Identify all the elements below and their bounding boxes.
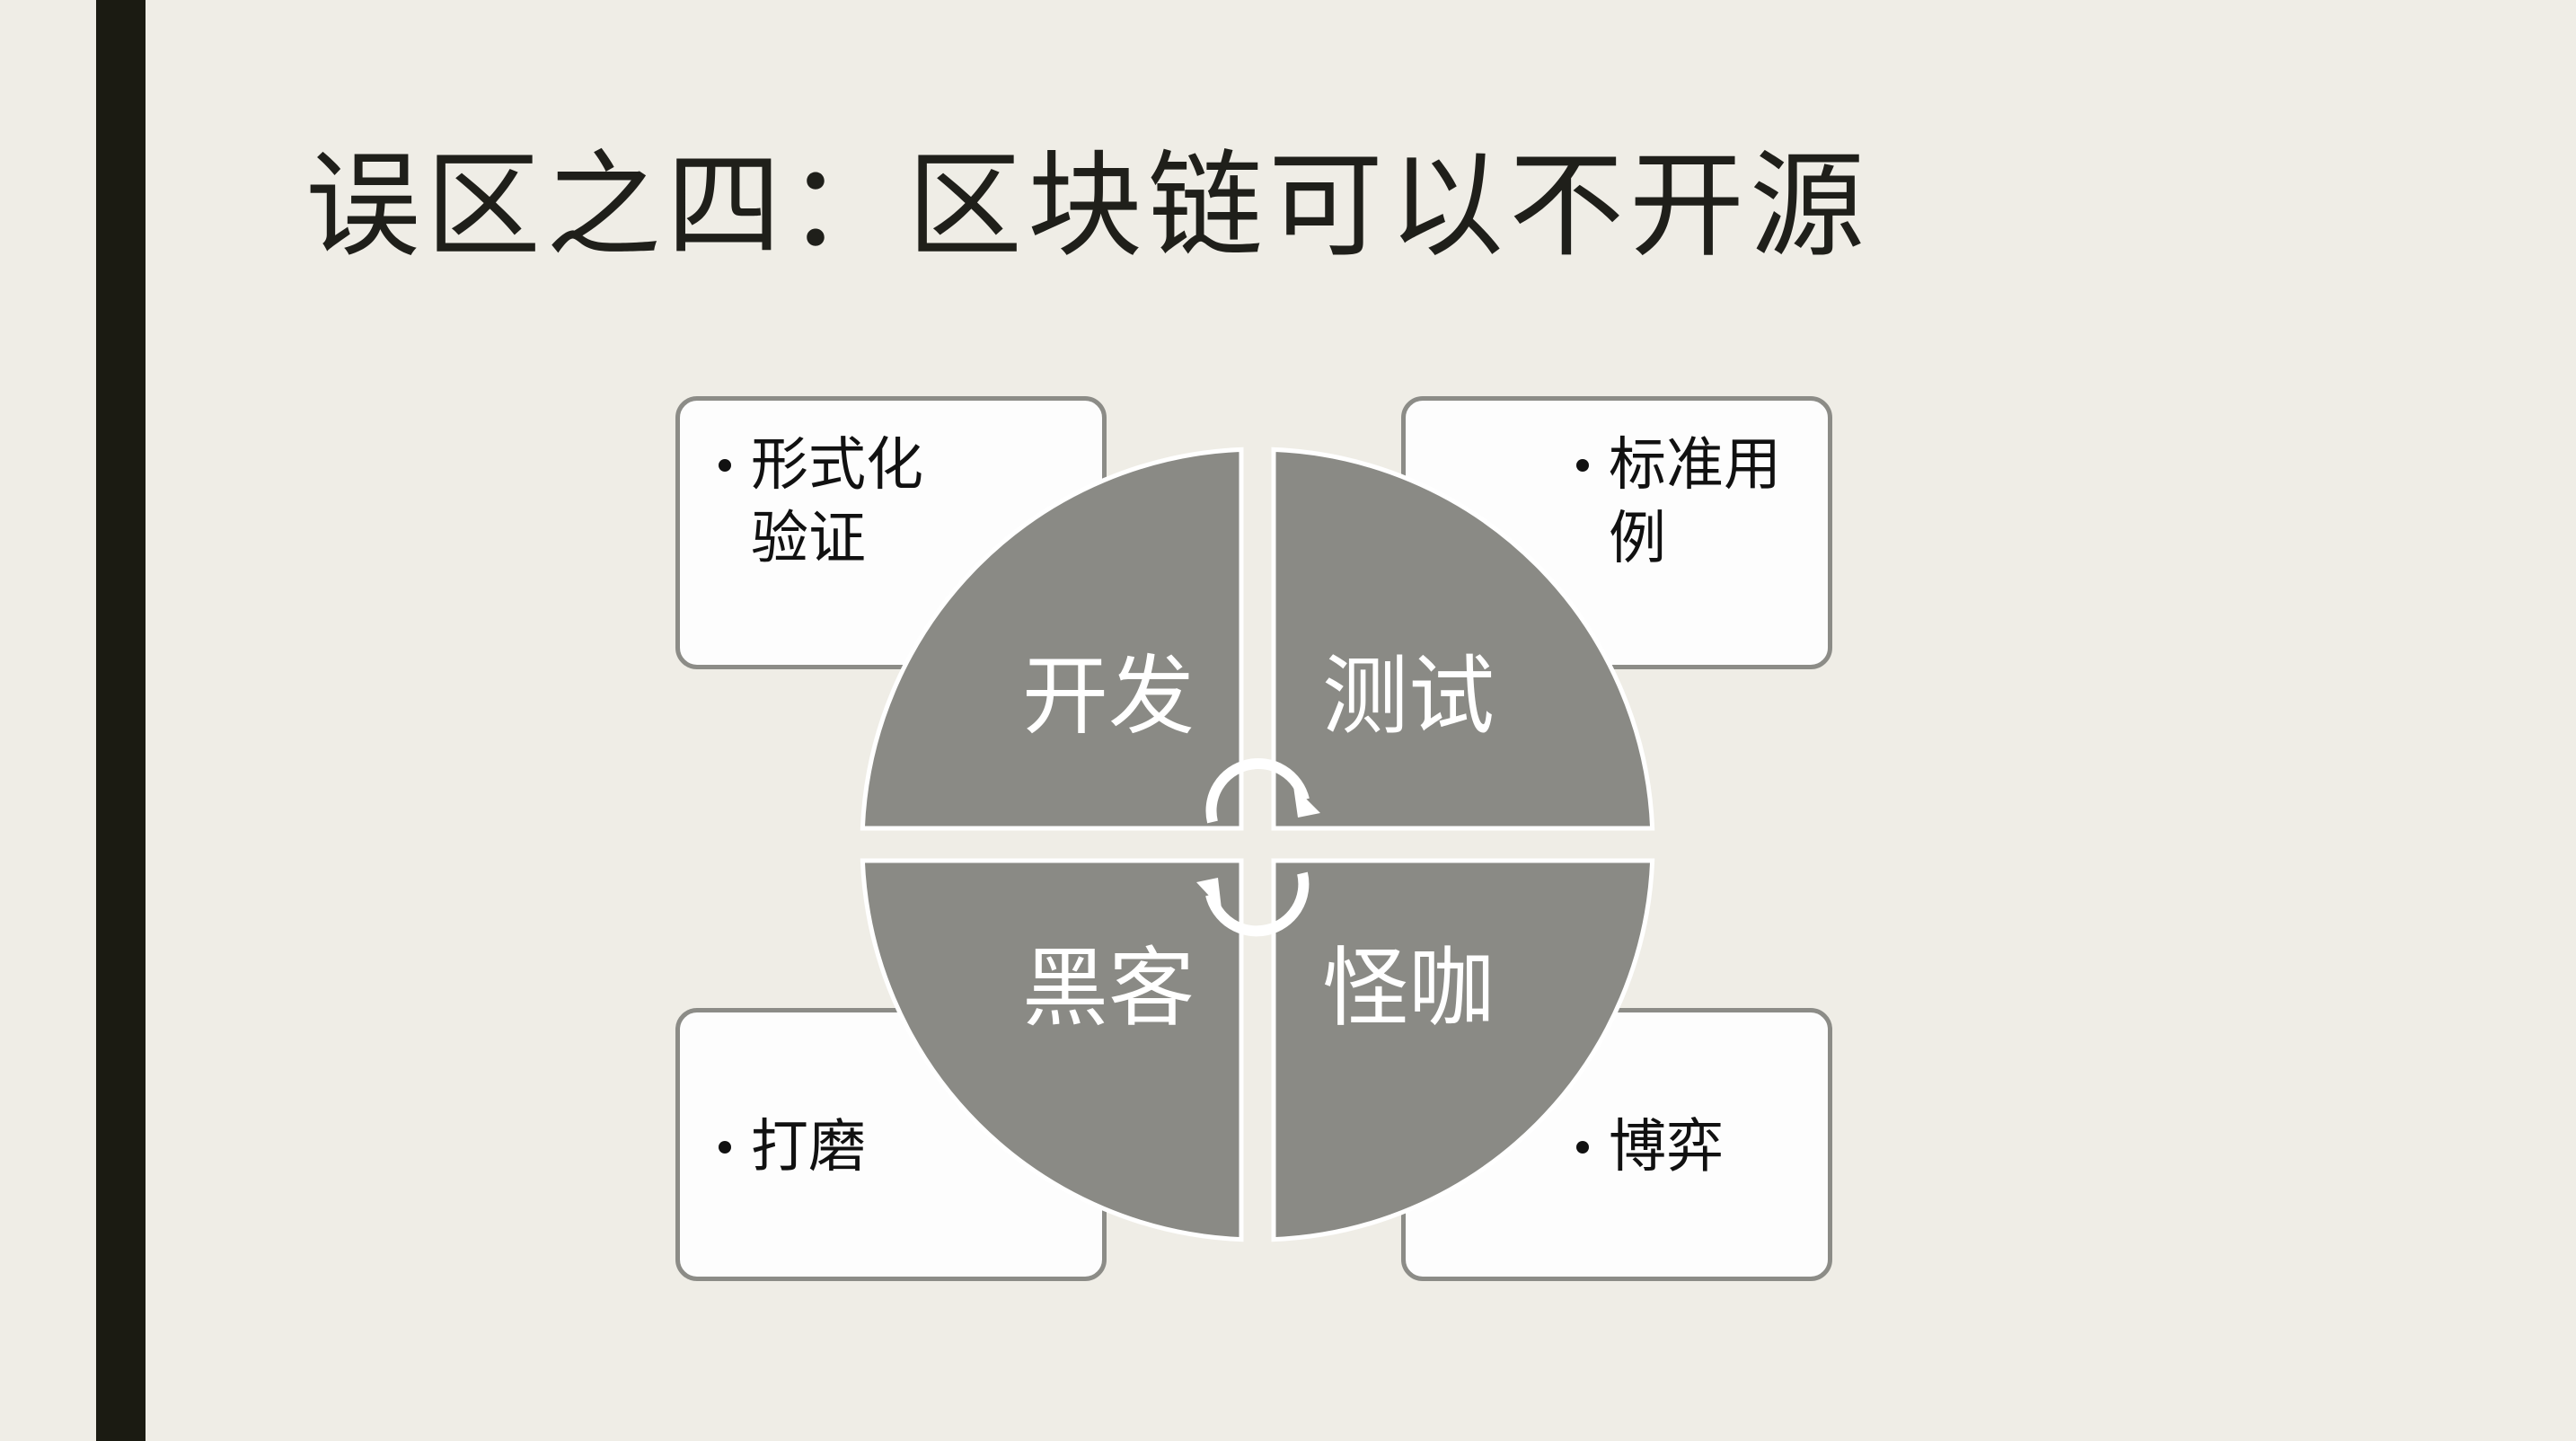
card-label-formal-verification: 形式化验证 — [751, 432, 923, 572]
bullet-icon — [1576, 1141, 1589, 1154]
card-text-top-right: 标准用例 — [1576, 429, 1810, 576]
bullet-icon — [719, 459, 731, 472]
slide-title: 误区之四：区块链可以不开源 — [305, 139, 1871, 273]
quadrant-bottom-left — [860, 858, 1244, 1242]
quadrant-label-develop: 开发 — [1022, 646, 1195, 747]
quadrant-label-hacker: 黑客 — [1022, 938, 1195, 1039]
bullet-icon — [719, 1141, 731, 1154]
quadrant-top-left — [860, 446, 1244, 831]
quadrant-label-test: 测试 — [1322, 646, 1495, 747]
card-label-standard-cases: 标准用例 — [1609, 432, 1781, 572]
cycle-arrows-icon — [1196, 758, 1320, 937]
card-label-game: 博弈 — [1609, 1114, 1724, 1180]
bullet-icon — [1576, 459, 1589, 472]
accent-bar — [96, 0, 146, 1441]
card-text-bottom-left: 打磨 — [719, 1110, 952, 1184]
card-label-polish: 打磨 — [751, 1114, 866, 1180]
quadrant-bottom-right — [1271, 858, 1655, 1242]
quadrant-label-geek: 怪咖 — [1322, 938, 1495, 1039]
card-text-bottom-right: 博弈 — [1576, 1110, 1810, 1184]
card-text-top-left: 形式化验证 — [719, 429, 952, 576]
quadrant-top-right — [1271, 446, 1655, 831]
